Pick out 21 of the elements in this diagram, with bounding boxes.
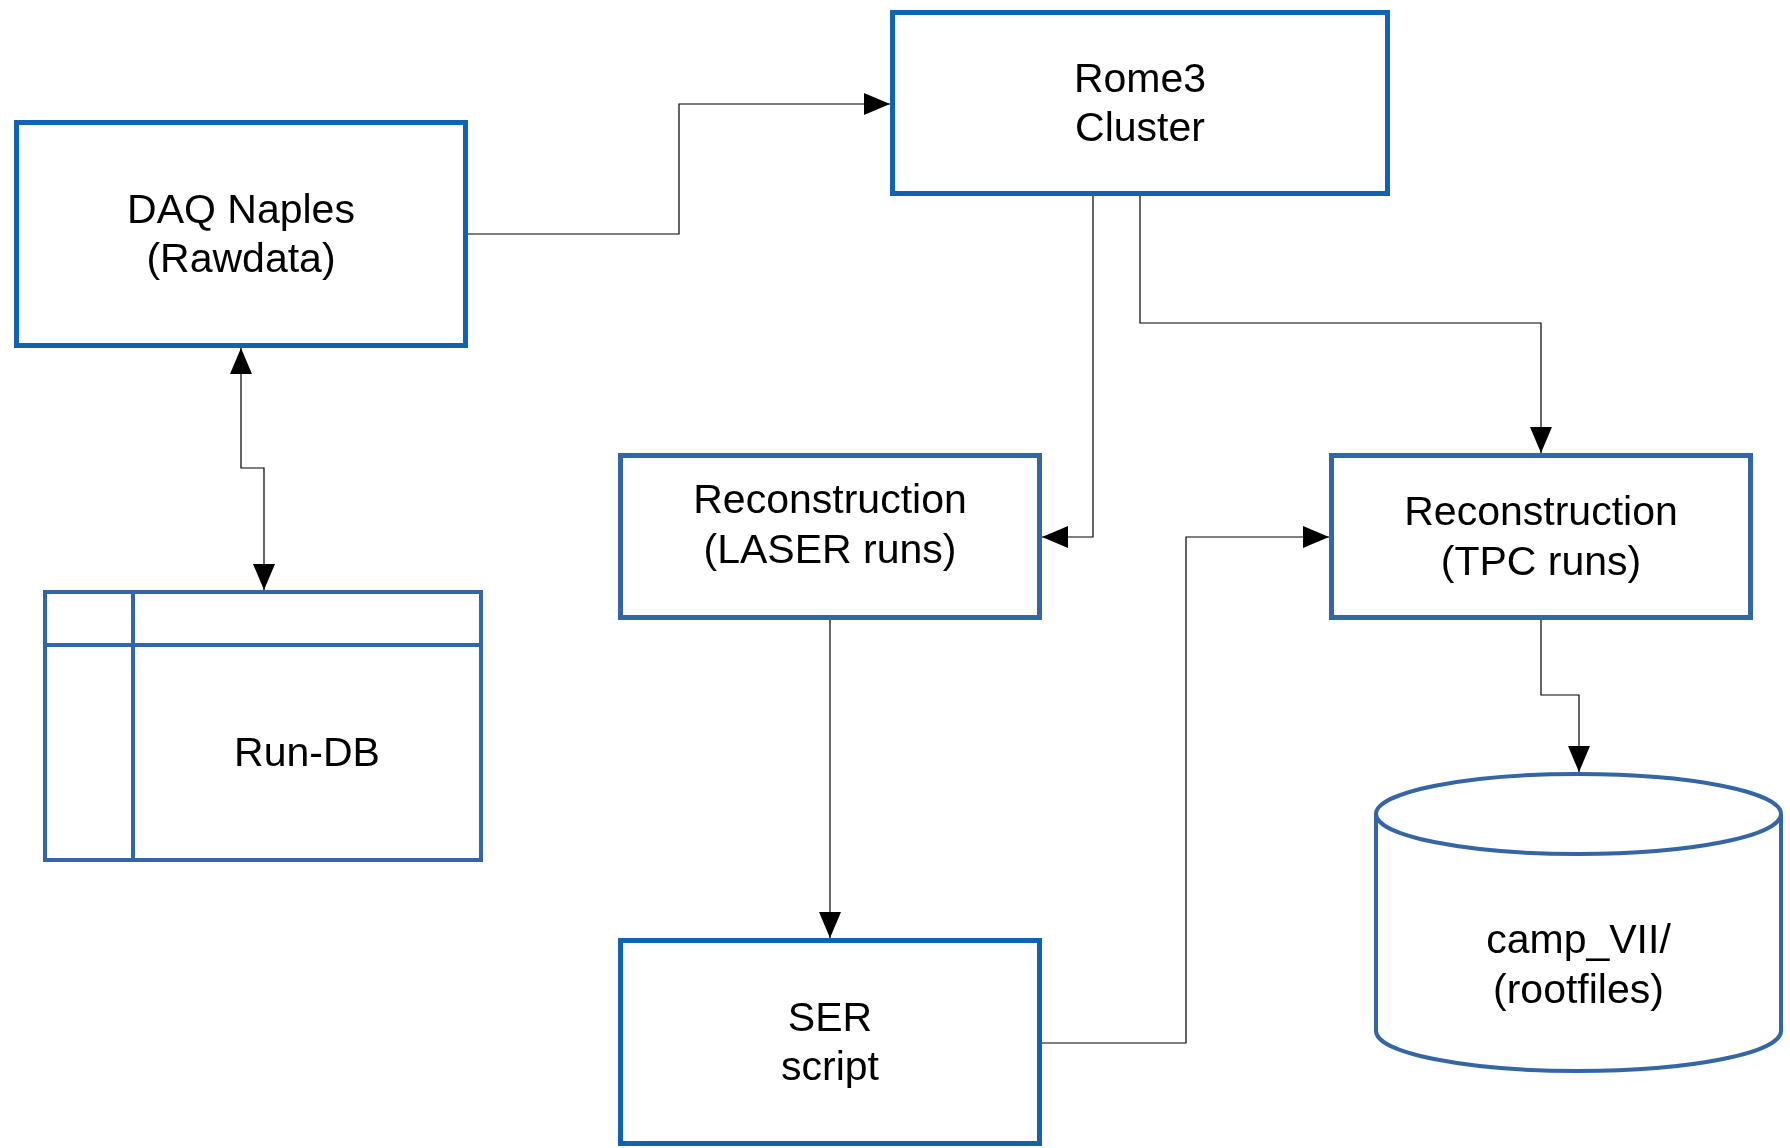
node-label: Reconstruction (TPC runs) [1403, 487, 1679, 586]
arrow [1139, 195, 1552, 454]
arrow [1540, 619, 1590, 773]
node-label: Reconstruction (LASER runs) [692, 475, 968, 574]
arrow [819, 619, 841, 939]
process-box [890, 10, 1390, 196]
process-box [14, 120, 468, 348]
process-box [1329, 453, 1753, 620]
node-label: Run-DB [234, 727, 380, 777]
node-label: SER script [780, 992, 880, 1091]
node-label: DAQ Naples (Rawdata) [126, 184, 356, 283]
arrow [1041, 526, 1330, 1044]
database-cylinder [1374, 772, 1783, 1073]
node-label: camp_VII/ (rootfiles) [1485, 915, 1672, 1014]
process-box [618, 453, 1042, 620]
process-box [618, 938, 1042, 1146]
node-label: Rome3 Cluster [1072, 53, 1208, 152]
arrow [467, 93, 891, 235]
arrow [1041, 195, 1094, 548]
arrow [230, 347, 275, 591]
table-box [43, 590, 483, 862]
